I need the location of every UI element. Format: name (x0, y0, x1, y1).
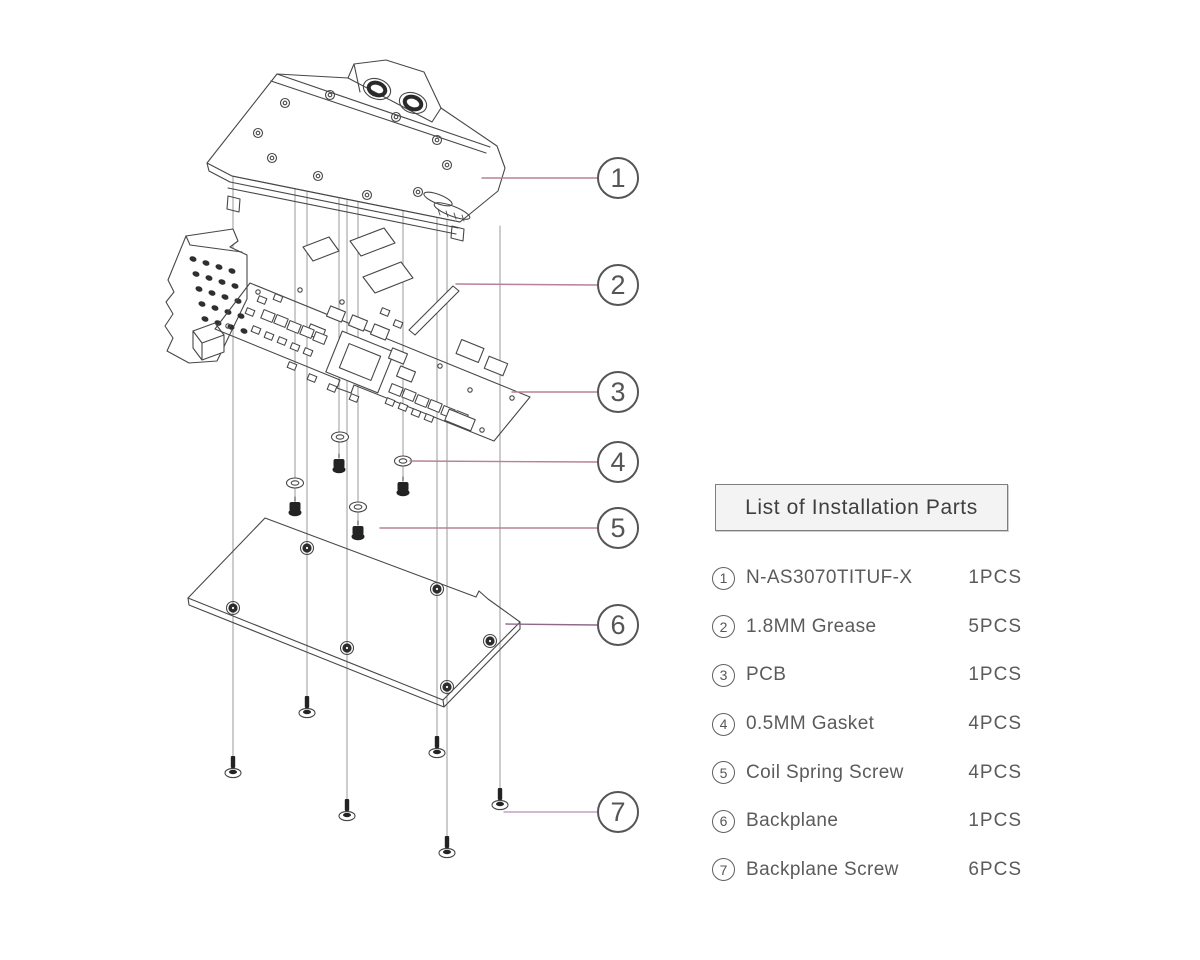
legend-item-name: Coil Spring Screw (746, 761, 904, 783)
legend-item-number: 6 (712, 809, 735, 833)
legend-item-name: 0.5MM Gasket (746, 713, 875, 735)
callout-6: 6 (597, 604, 639, 646)
legend-item-qty: 1PCS (968, 664, 1022, 686)
legend-item-name: N-AS3070TITUF-X (746, 567, 913, 589)
projection-lines (232, 175, 501, 838)
callout-2: 2 (597, 264, 639, 306)
legend-item-number: 2 (712, 615, 735, 639)
callout-5: 5 (597, 507, 639, 549)
screw-holes (252, 89, 453, 201)
legend-row: 2 1.8MM Grease 5PCS (712, 603, 1022, 652)
small-components (244, 293, 404, 403)
callout-4-number: 4 (610, 446, 626, 477)
legend-rows: 1 N-AS3070TITUF-X 1PCS 2 1.8MM Grease 5P… (712, 554, 1022, 894)
backplane-drawing (187, 517, 521, 708)
callout-1: 1 (597, 157, 639, 199)
legend-row: 3 PCB 1PCS (712, 651, 1022, 700)
gaskets-drawing (285, 431, 413, 513)
thermal-pads-drawing (302, 227, 460, 336)
legend-item-qty: 1PCS (968, 810, 1022, 832)
io-bracket-drawing (164, 228, 248, 364)
legend-item-qty: 6PCS (968, 858, 1022, 880)
legend-item-qty: 1PCS (968, 567, 1022, 589)
legend-item-qty: 5PCS (968, 615, 1022, 637)
legend-row: 7 Backplane Screw 6PCS (712, 846, 1022, 895)
callout-2-number: 2 (610, 269, 626, 300)
legend-item-qty: 4PCS (968, 713, 1022, 735)
legend-item-number: 7 (712, 858, 735, 882)
legend-item-number: 5 (712, 761, 735, 785)
legend-item-number: 3 (712, 663, 735, 687)
vrm-components (250, 309, 469, 424)
spring-screws-drawing (288, 453, 410, 541)
legend-row: 5 Coil Spring Screw 4PCS (712, 748, 1022, 797)
water-block-drawing (206, 59, 506, 242)
legend-item-number: 1 (712, 566, 735, 590)
connectors (444, 339, 509, 432)
callout-3: 3 (597, 371, 639, 413)
legend-item-name: PCB (746, 664, 787, 686)
legend-item-name: Backplane Screw (746, 858, 899, 880)
backplane-nuts (225, 540, 498, 695)
legend-row: 1 N-AS3070TITUF-X 1PCS (712, 554, 1022, 603)
legend-item-number: 4 (712, 712, 735, 736)
leader-lines (379, 177, 598, 813)
legend-item-qty: 4PCS (968, 761, 1022, 783)
pcb-holes (225, 287, 515, 433)
legend-row: 4 0.5MM Gasket 4PCS (712, 700, 1022, 749)
legend-row: 6 Backplane 1PCS (712, 797, 1022, 846)
callout-7: 7 (597, 791, 639, 833)
callout-6-number: 6 (610, 609, 626, 640)
callout-4: 4 (597, 441, 639, 483)
legend-item-name: 1.8MM Grease (746, 615, 877, 637)
legend-item-name: Backplane (746, 810, 839, 832)
callout-5-number: 5 (610, 512, 626, 543)
callout-1-number: 1 (610, 162, 626, 193)
callout-7-number: 7 (610, 796, 626, 827)
callout-3-number: 3 (610, 376, 626, 407)
backplane-screws-drawing (224, 696, 509, 859)
pcb-drawing (214, 282, 531, 442)
legend-title: List of Installation Parts (715, 484, 1008, 531)
